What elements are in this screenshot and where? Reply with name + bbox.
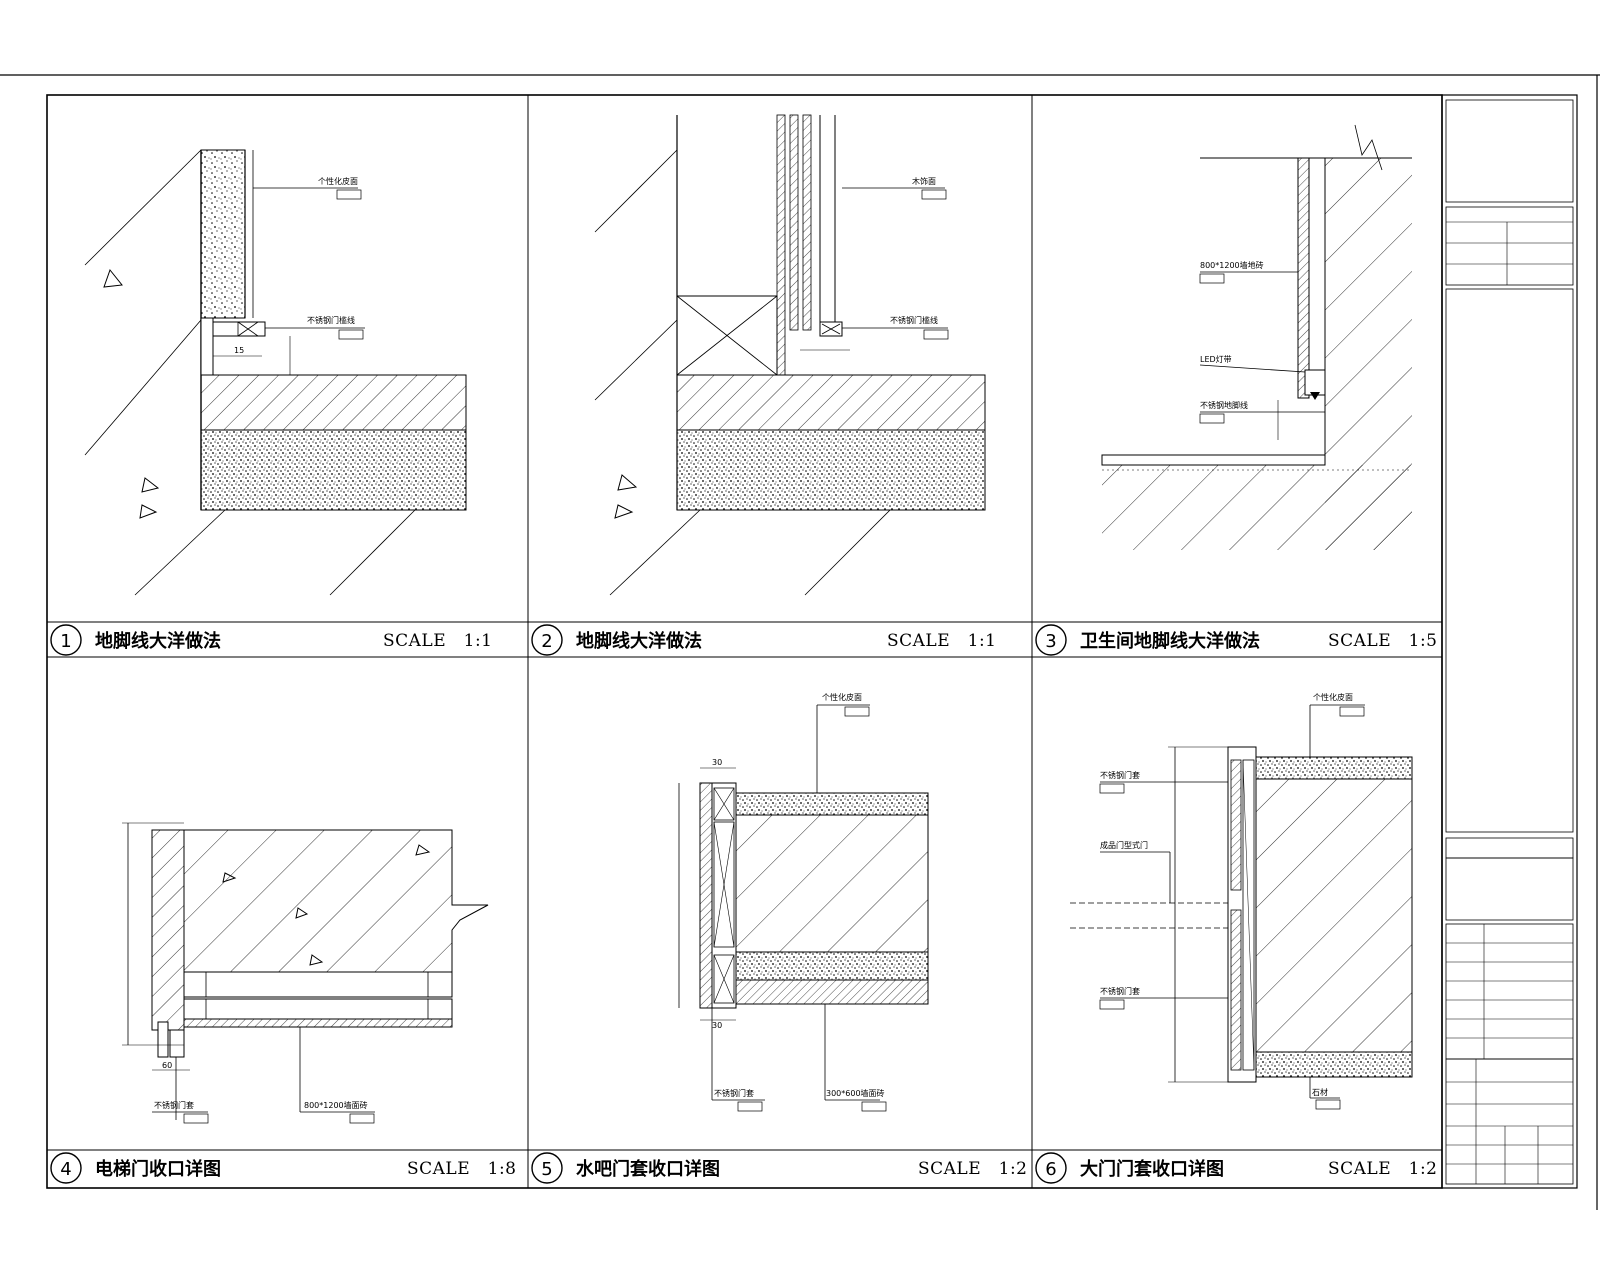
caption-3: 3 卫生间地脚线大洋做法 SCALE 1:5 xyxy=(1035,624,1438,656)
svg-text:卫生间地脚线大洋做法: 卫生间地脚线大洋做法 xyxy=(1080,630,1260,652)
svg-text:2: 2 xyxy=(541,631,552,652)
svg-text:不锈钢门套: 不锈钢门套 xyxy=(714,1088,754,1098)
svg-text:成品门型式门: 成品门型式门 xyxy=(1100,840,1148,850)
svg-text:1: 1 xyxy=(60,631,71,652)
svg-text:地脚线大洋做法: 地脚线大洋做法 xyxy=(576,630,702,652)
svg-text:不锈钢门套: 不锈钢门套 xyxy=(1100,986,1140,996)
svg-text:800*1200墙面砖: 800*1200墙面砖 xyxy=(304,1100,368,1110)
svg-text:不锈钢门套: 不锈钢门套 xyxy=(1100,770,1140,780)
panel-number-circle xyxy=(531,624,563,656)
panel-5-detail: 30 30 个性化皮面 不锈钢门套 300*600墙面砖 xyxy=(678,692,929,1112)
svg-text:3: 3 xyxy=(1045,631,1056,652)
svg-text:300*600墙面砖: 300*600墙面砖 xyxy=(826,1088,885,1098)
svg-text:不锈钢门套: 不锈钢门套 xyxy=(154,1100,194,1110)
title-block-logo-area xyxy=(1445,99,1574,203)
svg-text:5: 5 xyxy=(541,1159,552,1180)
svg-text:大门门套收口详图: 大门门套收口详图 xyxy=(1080,1158,1224,1180)
svg-text:个性化皮面: 个性化皮面 xyxy=(822,692,862,702)
svg-text:电梯门收口详图: 电梯门收口详图 xyxy=(95,1158,221,1180)
title-block-signature-table xyxy=(1445,206,1574,286)
svg-text:800*1200墙地砖: 800*1200墙地砖 xyxy=(1200,260,1264,270)
panel-number-circle xyxy=(50,624,82,656)
svg-text:个性化皮面: 个性化皮面 xyxy=(1313,692,1353,702)
svg-text:SCALE 1:8: SCALE 1:8 xyxy=(407,1159,517,1179)
svg-text:SCALE 1:5: SCALE 1:5 xyxy=(1328,631,1438,651)
panel-3-detail: 800*1200墙地砖 LED灯带 不锈钢地脚线 xyxy=(1101,124,1412,550)
title-block-notes-area xyxy=(1445,288,1574,833)
title-block-approval-table xyxy=(1445,923,1574,1060)
svg-text:不锈钢门槛线: 不锈钢门槛线 xyxy=(307,315,355,325)
title-block-project-name xyxy=(1445,857,1574,921)
svg-text:6: 6 xyxy=(1045,1159,1056,1180)
panel-1-detail: 个性化皮面 不锈钢门槛线 15 xyxy=(84,149,467,596)
panel-number-circle xyxy=(531,1152,563,1184)
panel-4-detail: 60 不锈钢门套 800*1200墙面砖 xyxy=(122,822,489,1124)
title-block-drawing-info xyxy=(1445,1058,1574,1185)
panel-2-detail: 木饰面 不锈钢门槛线 xyxy=(594,114,986,596)
svg-text:15: 15 xyxy=(234,346,244,355)
svg-text:60: 60 xyxy=(162,1061,172,1070)
svg-text:水吧门套收口详图: 水吧门套收口详图 xyxy=(576,1158,720,1180)
svg-text:SCALE 1:2: SCALE 1:2 xyxy=(1328,1159,1438,1179)
svg-text:LED灯带: LED灯带 xyxy=(1200,354,1232,364)
svg-text:个性化皮面: 个性化皮面 xyxy=(318,176,358,186)
panel-number-circle xyxy=(50,1152,82,1184)
svg-text:不锈钢门槛线: 不锈钢门槛线 xyxy=(890,315,938,325)
svg-text:石材: 石材 xyxy=(1312,1087,1328,1097)
caption-1: 1 地脚线大洋做法 SCALE 1:1 xyxy=(50,624,493,656)
svg-text:4: 4 xyxy=(60,1159,71,1180)
svg-text:30: 30 xyxy=(712,1021,722,1030)
svg-text:30: 30 xyxy=(712,758,722,767)
panel-6-detail: 个性化皮面 不锈钢门套 成品门型式门 不锈钢门套 石材 xyxy=(1070,692,1413,1110)
caption-2: 2 地脚线大洋做法 SCALE 1:1 xyxy=(531,624,997,656)
caption-5: 5 水吧门套收口详图 SCALE 1:2 xyxy=(531,1152,1028,1184)
svg-text:地脚线大洋做法: 地脚线大洋做法 xyxy=(95,630,221,652)
panel-number-circle xyxy=(1035,1152,1067,1184)
svg-text:SCALE 1:1: SCALE 1:1 xyxy=(887,631,997,651)
panel-number-circle xyxy=(1035,624,1067,656)
caption-4: 4 电梯门收口详图 SCALE 1:8 xyxy=(50,1152,517,1184)
svg-text:SCALE 1:1: SCALE 1:1 xyxy=(383,631,493,651)
title-block xyxy=(1441,94,1578,1189)
caption-6: 6 大门门套收口详图 SCALE 1:2 xyxy=(1035,1152,1438,1184)
svg-text:不锈钢地脚线: 不锈钢地脚线 xyxy=(1200,400,1248,410)
svg-text:木饰面: 木饰面 xyxy=(912,176,936,186)
svg-text:SCALE 1:2: SCALE 1:2 xyxy=(918,1159,1028,1179)
